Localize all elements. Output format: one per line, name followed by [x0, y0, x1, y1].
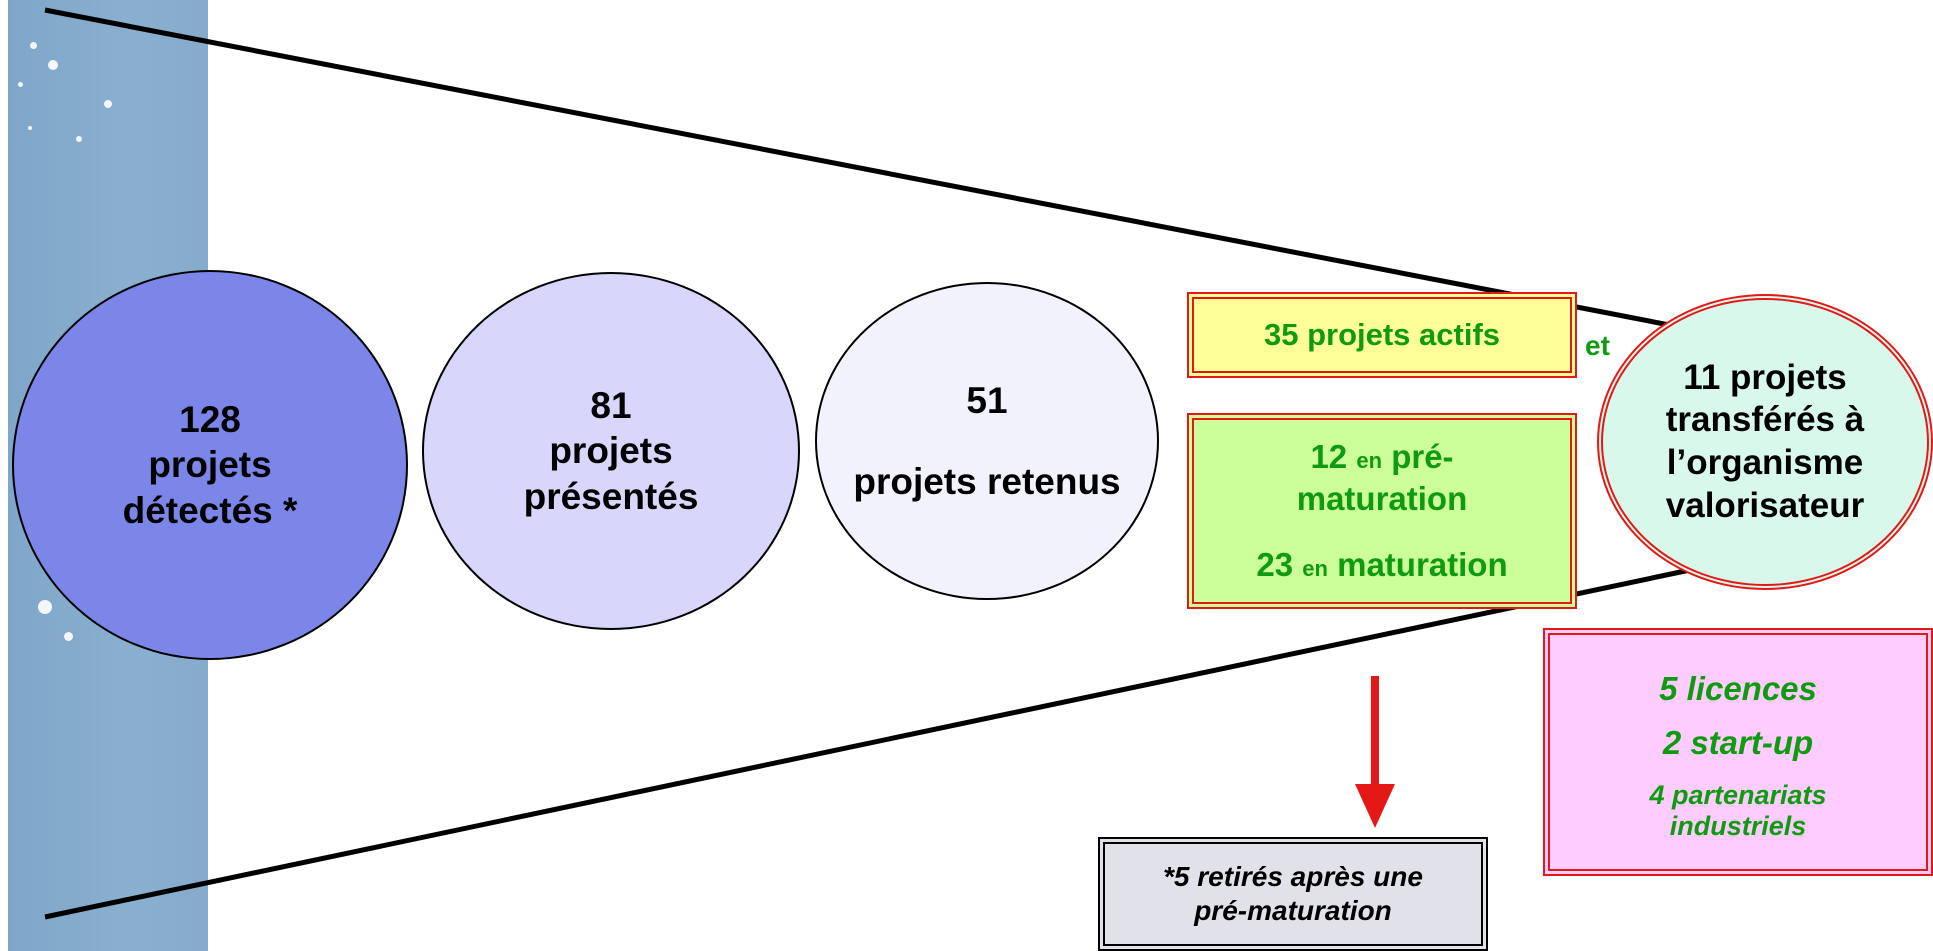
footnote-line1: *5 retirés après une	[1163, 861, 1423, 893]
sparkle-decoration	[104, 100, 112, 108]
active-projects-box: 35 projets actifs	[1187, 292, 1577, 378]
maturation-line: 23 en maturation	[1256, 544, 1507, 586]
sparkle-decoration	[64, 632, 73, 641]
outcome-partnerships-line2: industriels	[1669, 811, 1807, 841]
footnote-line2: pré-maturation	[1194, 895, 1392, 926]
maturation-en: en	[1302, 556, 1328, 582]
stage-detected-line1: projets	[148, 444, 272, 486]
maturation-count: 23	[1256, 546, 1294, 584]
outcome-partnerships-line1: 4 partenariats	[1649, 779, 1827, 810]
transferred-line1: 11 projets	[1683, 357, 1847, 397]
pre-maturation-label: pré-	[1391, 437, 1454, 475]
funnel-bottom-line	[44, 567, 1691, 920]
pre-maturation-line: 12 en pré-	[1310, 436, 1453, 478]
transferred-line4: valorisateur	[1665, 485, 1865, 525]
footnote-box: *5 retirés après une pré-maturation	[1098, 837, 1488, 951]
stage-detected-line2: détectés *	[122, 489, 298, 531]
stage-presented-circle: 81 projets présentés	[422, 272, 800, 630]
stage-presented-line2: présentés	[523, 475, 699, 517]
transferred-line3: l’organisme	[1666, 443, 1864, 482]
sparkle-decoration	[28, 126, 32, 130]
stage-presented-count: 81	[590, 385, 632, 427]
pre-maturation-count: 12	[1310, 437, 1348, 475]
sparkle-decoration	[48, 60, 58, 70]
transferred-line2: transférés à	[1665, 400, 1865, 440]
maturation-box: 12 en pré- maturation 23 en maturation	[1187, 413, 1577, 609]
pre-maturation-en: en	[1356, 447, 1383, 473]
funnel-top-line	[44, 7, 1686, 331]
transferred-circle: 11 projets transférés à l’organisme valo…	[1597, 294, 1933, 590]
outcome-startup: 2 start-up	[1662, 723, 1814, 761]
outcome-licences: 5 licences	[1659, 669, 1817, 707]
connector-et: et	[1585, 330, 1610, 361]
stage-retained-circle: 51 projets retenus	[815, 282, 1159, 600]
sparkle-decoration	[30, 42, 37, 49]
sparkle-decoration	[38, 600, 52, 614]
stage-presented-line1: projets	[549, 430, 673, 472]
outcomes-box: 5 licences 2 start-up 4 partenariats ind…	[1543, 628, 1933, 876]
stage-detected-count: 128	[179, 399, 241, 441]
active-projects-label: 35 projets actifs	[1263, 317, 1501, 352]
stage-detected-circle: 128 projets détectés *	[12, 270, 408, 660]
down-arrow-icon	[1355, 676, 1395, 828]
maturation-label: maturation	[1337, 546, 1508, 584]
stage-retained-line1: projets retenus	[853, 461, 1121, 502]
sparkle-decoration	[76, 136, 82, 142]
stage-retained-count: 51	[966, 379, 1008, 421]
pre-maturation-label2: maturation	[1296, 479, 1468, 517]
sparkle-decoration	[18, 82, 23, 87]
